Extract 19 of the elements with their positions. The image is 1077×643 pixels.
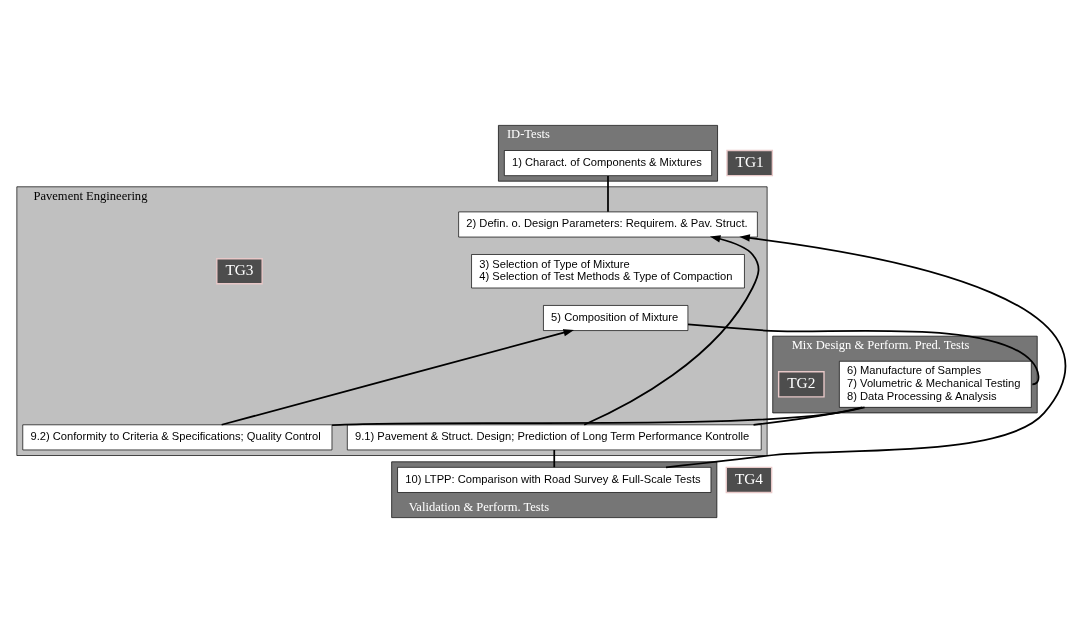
- arrow: [665, 234, 1067, 469]
- node-box: 5) Composition of Mixture: [543, 305, 689, 331]
- node-box: TG4: [725, 466, 773, 494]
- node-box: TG2: [777, 371, 825, 398]
- node-box: 9.2) Conformity to Criteria & Specifications; Quality Control: [22, 424, 333, 451]
- connector: [553, 449, 556, 469]
- node-box: 6) Manufacture of Samples 7) Volumetric & Mechanical Testing 8) Data Processing & Analysis: [839, 360, 1032, 408]
- connector: [607, 175, 609, 213]
- node-box: TG3: [216, 258, 263, 285]
- node-box: 9.1) Pavement & Struct. Design; Prediction of Long Term Performance Kontrolle: [346, 424, 762, 451]
- node-box: 3) Selection of Type of Mixture 4) Selection of Test Methods & Type of Compaction: [471, 254, 745, 289]
- node-box: TG1: [726, 149, 774, 177]
- node-box: 2) Defin. o. Design Parameters: Requirem. & Pav. Struct.: [458, 211, 758, 238]
- arrow: [583, 235, 760, 426]
- arrow: [220, 329, 574, 426]
- node-box: 1) Charact. of Components & Mixtures: [504, 150, 712, 176]
- connector: [687, 323, 1040, 386]
- connector: [331, 406, 866, 427]
- node-box: 10) LTPP: Comparison with Road Survey & Full-Scale Tests: [397, 467, 712, 493]
